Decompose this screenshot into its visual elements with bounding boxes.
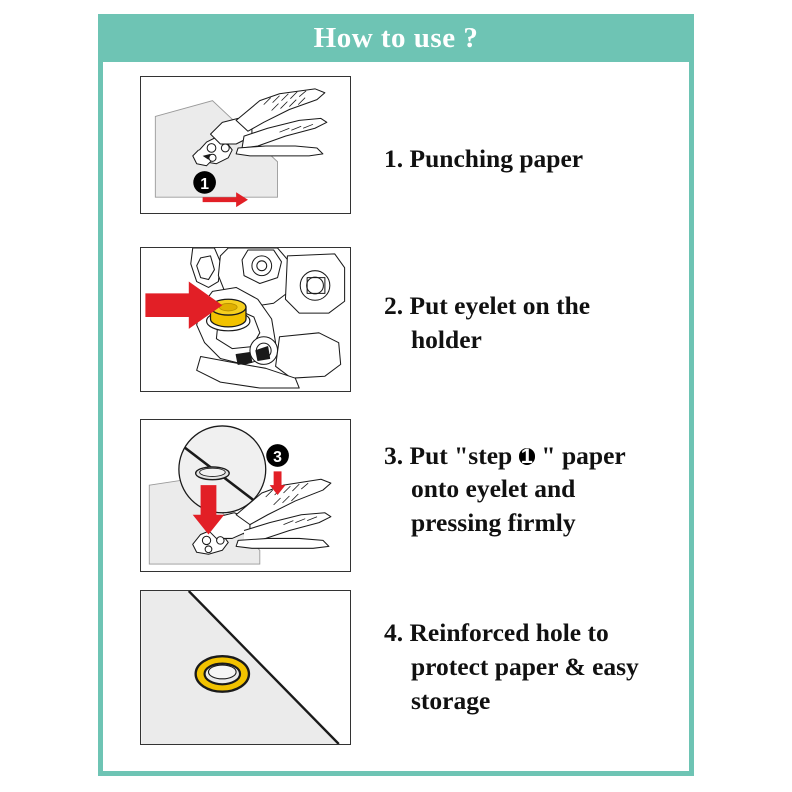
hole-punch-plier-icon bbox=[192, 88, 328, 167]
red-arrow-down-large-icon bbox=[192, 484, 225, 534]
step-1-line-1: 1. Punching paper bbox=[384, 144, 584, 173]
step-1-text: 1. Punching paper bbox=[351, 76, 689, 176]
header-bar: How to use ? bbox=[98, 14, 694, 62]
step-badge-3-icon: 3 bbox=[266, 443, 289, 467]
step-3-text: 3. Put "step 1 " paper onto eyelet and p… bbox=[351, 419, 689, 541]
page-title: How to use ? bbox=[313, 21, 479, 54]
step-row-3: 3 3. Put "step 1 " paper onto eyelet and… bbox=[103, 418, 689, 590]
step-3-line-1-suffix: " paper bbox=[535, 440, 626, 470]
step-4-illustration-panel bbox=[140, 589, 351, 745]
step-1-illustration-panel: 1 bbox=[140, 76, 351, 214]
svg-text:1: 1 bbox=[200, 176, 209, 193]
step-4-text: 4. Reinforced hole to protect paper & ea… bbox=[351, 590, 689, 718]
installed-gold-eyelet-icon bbox=[194, 654, 251, 693]
step-2-line-1: 2. Put eyelet on the bbox=[384, 291, 591, 321]
step-2-illustration-panel bbox=[140, 247, 351, 393]
svg-text:3: 3 bbox=[273, 448, 282, 465]
step-badge-1-icon: 1 bbox=[193, 171, 216, 194]
red-arrow-right-icon bbox=[202, 192, 248, 208]
step-4-line-1: 4. Reinforced hole to bbox=[384, 617, 609, 647]
step-row-2: 2. Put eyelet on the holder bbox=[103, 247, 689, 418]
inline-step-badge-1-icon: 1 bbox=[518, 444, 536, 467]
step-row-4: 4. Reinforced hole to protect paper & ea… bbox=[103, 589, 689, 761]
step-3-line-1: 3. Put "step 1 " paper bbox=[384, 439, 689, 473]
steps-list: 1 1. Punching paper bbox=[103, 62, 689, 771]
step-3-line-2: onto eyelet and bbox=[411, 474, 576, 504]
plier-head-closeup-icon bbox=[190, 248, 346, 389]
yellow-eyelet-icon bbox=[205, 298, 251, 332]
step-2-line-2: holder bbox=[411, 325, 482, 355]
step-3-illustration-panel: 3 bbox=[140, 418, 351, 572]
step-4-line-2: protect paper & easy bbox=[411, 651, 639, 681]
magnifier-circle-inset-icon bbox=[178, 424, 267, 513]
step-4-line-3: storage bbox=[411, 685, 491, 715]
step-2-text: 2. Put eyelet on the holder bbox=[351, 247, 689, 357]
step-row-1: 1 1. Punching paper bbox=[103, 76, 689, 247]
step-3-line-3: pressing firmly bbox=[411, 508, 576, 538]
step-3-line-1-prefix: 3. Put "step bbox=[384, 440, 519, 470]
